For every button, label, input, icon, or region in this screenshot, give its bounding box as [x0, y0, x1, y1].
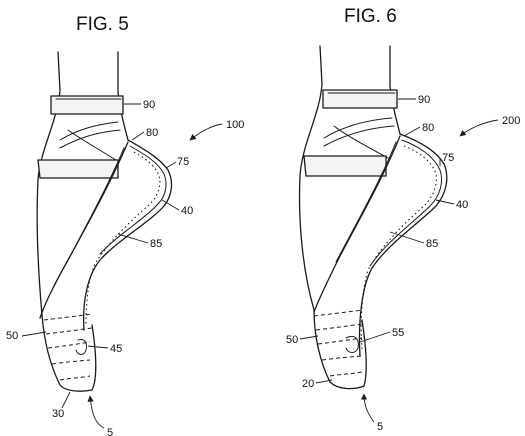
- leader-rear: [165, 161, 177, 169]
- toe-line-5: [59, 375, 91, 381]
- toe-box-outline: [313, 309, 367, 390]
- arrow-ref: [459, 119, 499, 137]
- vamp-outline: [313, 135, 401, 313]
- lower-band: [303, 155, 387, 177]
- toe-line-2: [45, 327, 93, 335]
- ribbon-upper-edge: [59, 129, 121, 149]
- arrow-5: [87, 395, 105, 429]
- leader-tip: [61, 391, 71, 409]
- leader-heel: [161, 199, 180, 211]
- ribbon-upper: [323, 117, 393, 139]
- ankle-strap: [50, 95, 124, 115]
- ribbon-upper: [59, 121, 119, 141]
- label-arrow: 5: [107, 427, 113, 436]
- leader-vamp: [21, 331, 47, 337]
- ribbon-upper-edge: [323, 125, 395, 147]
- ribbon-cross: [67, 129, 117, 161]
- label-heel-top: 80: [422, 122, 434, 134]
- heel-stitch-line: [360, 145, 437, 351]
- toe-insert: [75, 339, 87, 355]
- vamp-inner: [65, 147, 125, 265]
- toe-line-1: [43, 313, 93, 321]
- leader-vamp: [299, 335, 319, 340]
- pointe-shoe-drawing: [36, 51, 173, 392]
- figure-5: FIG. 5: [6, 14, 244, 436]
- label-rear: 75: [442, 152, 454, 164]
- figure-6-title: FIG. 6: [344, 6, 397, 27]
- toe-line-2: [315, 323, 363, 331]
- figure-6: FIG. 6 90 80: [286, 6, 520, 433]
- figure-5-title: FIG. 5: [76, 14, 129, 35]
- leg-front-outline: [298, 45, 323, 311]
- heel-shell-inner: [99, 145, 167, 255]
- label-arrow: 5: [377, 421, 383, 433]
- leader-insert: [87, 345, 109, 349]
- reference-labels: 90 80 75 40 85 50 45 30 5 100: [6, 99, 244, 436]
- ribbon-cross: [333, 125, 389, 159]
- label-ref: 100: [226, 119, 244, 131]
- label-strap: 90: [143, 99, 155, 111]
- lower-band: [37, 159, 119, 179]
- label-sole: 85: [426, 238, 438, 250]
- leader-insert: [359, 331, 391, 343]
- leader-sole: [117, 233, 149, 244]
- label-tip: 20: [302, 378, 314, 390]
- leader-sole: [389, 231, 425, 244]
- reference-labels: 90 80 75 40 85 50 55 20 5 200: [286, 94, 520, 433]
- label-insert: 45: [110, 343, 122, 355]
- label-vamp: 50: [286, 334, 298, 346]
- toe-line-1: [313, 309, 363, 317]
- heel-shell-inner: [369, 139, 443, 267]
- label-insert: 55: [392, 327, 404, 339]
- toe-line-5: [329, 371, 363, 377]
- label-strap: 90: [418, 94, 430, 106]
- toe-insert: [345, 335, 359, 353]
- leader-heel-top: [403, 126, 421, 137]
- arrow-5: [360, 393, 375, 423]
- toe-box-outline: [41, 314, 97, 392]
- label-vamp: 50: [6, 330, 18, 342]
- vamp-inner: [335, 141, 397, 263]
- leader-heel-top: [131, 131, 145, 141]
- label-tip: 30: [52, 408, 64, 420]
- label-sole: 85: [150, 238, 162, 250]
- leader-heel: [435, 199, 455, 205]
- pointe-shoe-drawing: [298, 45, 448, 390]
- leg-front-outline: [36, 51, 61, 316]
- label-heel: 40: [456, 199, 468, 211]
- label-ref: 200: [502, 115, 520, 127]
- toe-line-4: [51, 359, 91, 365]
- toe-line-3: [47, 341, 91, 349]
- label-heel: 40: [181, 205, 193, 217]
- heel-shell-outer: [82, 139, 173, 331]
- toe-line-4: [321, 355, 363, 361]
- label-rear: 75: [177, 156, 189, 168]
- label-heel-top: 80: [146, 127, 158, 139]
- leader-tip: [315, 379, 333, 384]
- toe-line-3: [317, 337, 363, 345]
- ankle-strap: [322, 89, 398, 109]
- arrow-ref: [189, 123, 223, 141]
